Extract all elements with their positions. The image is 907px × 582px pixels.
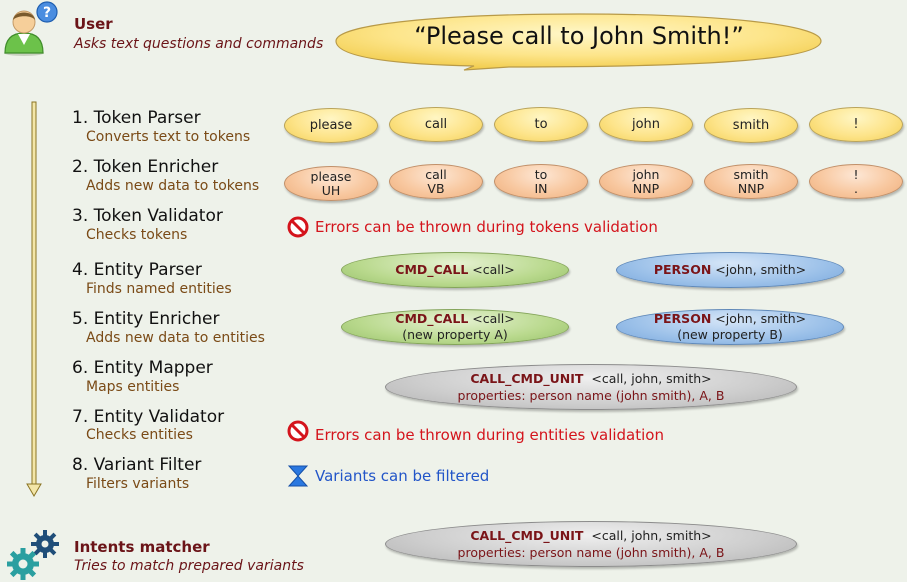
token-word: john xyxy=(632,166,660,182)
step-subtitle: Checks tokens xyxy=(86,227,188,243)
token-word: please xyxy=(310,168,352,184)
token-tag: IN xyxy=(534,180,548,196)
user-title: User xyxy=(74,15,113,33)
mapped-value: <call, john, smith> xyxy=(591,371,712,386)
entity-validation-note: Errors can be thrown during entities val… xyxy=(315,426,664,444)
enriched-entity-cmd-call: CMD_CALL <call> (new property A) xyxy=(341,309,569,345)
token: smith xyxy=(704,108,798,143)
mapped-properties: properties: person name (john smith), A,… xyxy=(457,545,725,560)
speech-bubble xyxy=(335,13,822,71)
token-tag: VB xyxy=(427,180,445,196)
enriched-token: to IN xyxy=(494,164,588,199)
token: john xyxy=(599,107,693,142)
step-title: 4. Entity Parser xyxy=(72,260,202,280)
entity-value: <john, smith> xyxy=(715,262,807,277)
token-word: call xyxy=(425,166,447,182)
step-subtitle: Converts text to tokens xyxy=(86,129,251,145)
token: call xyxy=(389,107,483,142)
entity-person: PERSON <john, smith> xyxy=(616,252,844,288)
step-title: 8. Variant Filter xyxy=(72,455,202,475)
user-question-icon: ? xyxy=(4,1,58,56)
flow-arrow-icon xyxy=(26,101,42,497)
step-subtitle: Adds new data to tokens xyxy=(86,178,260,194)
enriched-token: ! . xyxy=(809,164,903,199)
entity-name: PERSON xyxy=(653,262,712,277)
step-subtitle: Adds new data to entities xyxy=(86,330,265,346)
mapped-entity: CALL_CMD_UNIT <call, john, smith> proper… xyxy=(385,364,797,410)
entity-extra: (new property A) xyxy=(402,327,508,342)
svg-text:?: ? xyxy=(43,5,51,21)
token-tag: NNP xyxy=(737,180,765,196)
step-subtitle: Maps entities xyxy=(86,379,180,395)
token-validation-note: Errors can be thrown during tokens valid… xyxy=(315,218,658,236)
token-word: smith xyxy=(733,166,769,182)
token: please xyxy=(284,108,378,143)
step-subtitle: Checks entities xyxy=(86,427,193,443)
intent-result: CALL_CMD_UNIT <call, john, smith> proper… xyxy=(385,521,797,567)
mapped-value: <call, john, smith> xyxy=(591,528,712,543)
enriched-token: john NNP xyxy=(599,164,693,199)
token-tag: NNP xyxy=(632,180,660,196)
step-title: 5. Entity Enricher xyxy=(72,309,220,329)
enriched-entity-person: PERSON <john, smith> (new property B) xyxy=(616,309,844,345)
step-subtitle: Finds named entities xyxy=(86,281,232,297)
entity-name: CMD_CALL xyxy=(395,262,469,277)
entity-value: <john, smith> xyxy=(715,311,807,326)
entity-value: <call> xyxy=(472,311,515,326)
token-tag: UH xyxy=(321,182,341,198)
step-title: 2. Token Enricher xyxy=(72,157,219,177)
variant-filter-note: Variants can be filtered xyxy=(315,467,490,485)
step-title: 6. Entity Mapper xyxy=(72,358,213,378)
entity-name: PERSON xyxy=(653,311,712,326)
prohibited-icon xyxy=(287,216,309,238)
speech-text: “Please call to John Smith!” xyxy=(414,22,744,50)
token: to xyxy=(494,107,588,142)
enriched-token: please UH xyxy=(284,166,378,201)
mapped-properties: properties: person name (john smith), A,… xyxy=(457,388,725,403)
prohibited-icon xyxy=(287,420,309,442)
step-subtitle: Filters variants xyxy=(86,476,190,492)
intents-title: Intents matcher xyxy=(74,538,210,556)
user-subtitle: Asks text questions and commands xyxy=(74,36,324,52)
token-word: ! xyxy=(853,166,859,182)
step-title: 7. Entity Validator xyxy=(72,407,225,427)
token-tag: . xyxy=(854,180,858,196)
mapped-name: CALL_CMD_UNIT xyxy=(470,528,584,543)
enriched-token: smith NNP xyxy=(704,164,798,199)
entity-name: CMD_CALL xyxy=(395,311,469,326)
intents-subtitle: Tries to match prepared variants xyxy=(74,558,304,574)
token-word: to xyxy=(534,166,548,182)
entity-cmd-call: CMD_CALL <call> xyxy=(341,252,569,288)
gears-icon xyxy=(7,530,59,580)
step-title: 3. Token Validator xyxy=(72,206,223,226)
filter-icon xyxy=(287,465,309,487)
mapped-name: CALL_CMD_UNIT xyxy=(470,371,584,386)
step-title: 1. Token Parser xyxy=(72,108,201,128)
entity-extra: (new property B) xyxy=(677,327,783,342)
enriched-token: call VB xyxy=(389,164,483,199)
entity-value: <call> xyxy=(472,262,515,277)
token: ! xyxy=(809,107,903,142)
